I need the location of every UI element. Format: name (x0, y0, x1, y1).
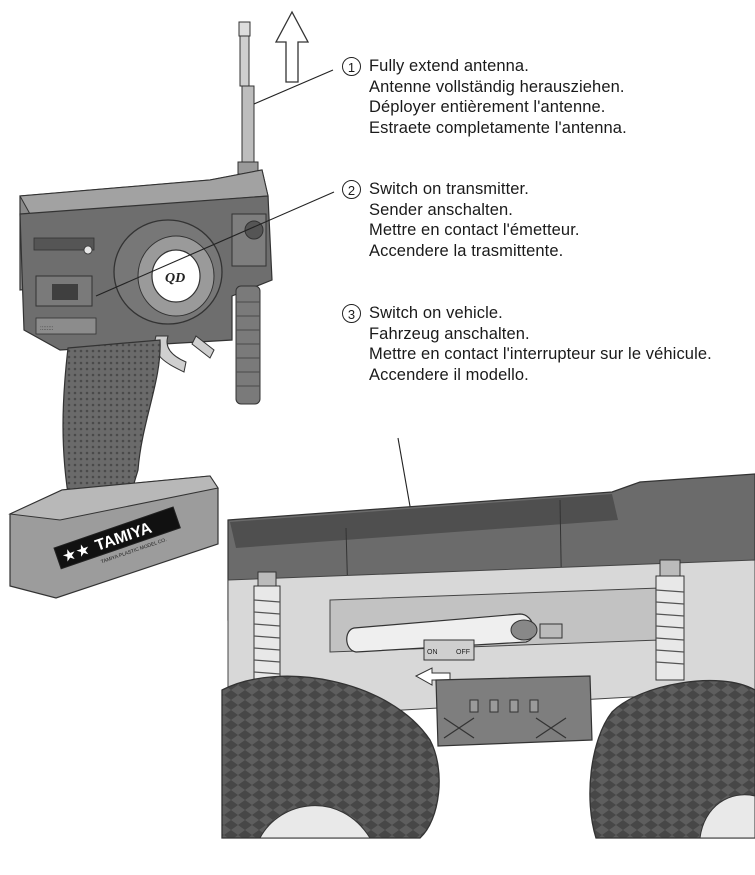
vehicle-drawing: ON OFF (221, 473, 755, 839)
extend-arrow-icon (274, 10, 310, 83)
leader-line-2 (95, 191, 335, 297)
switch-direction-arrow-icon (414, 667, 451, 686)
instruction-step-1: 1 Fully extend antenna. Antenne vollstän… (342, 56, 627, 138)
step-2-english: Switch on transmitter. (369, 180, 529, 198)
svg-text:::::::::: :::::::: (40, 326, 54, 332)
grip (62, 339, 161, 507)
step-number-1: 1 (342, 57, 361, 76)
step-1-italian: Estraete completamente l'antenna. (369, 118, 627, 137)
switch-off-label: OFF (456, 649, 470, 656)
step-3-english: Switch on vehicle. (369, 304, 503, 322)
brand-badge (53, 506, 181, 570)
switch-on-label: ON (427, 649, 438, 656)
power-switch (423, 639, 475, 661)
transmitter-drawing: :::::::: QD (8, 21, 273, 599)
antenna (238, 21, 251, 37)
step-3-german: Fahrzeug anschalten. (369, 324, 530, 343)
step-3-french: Mettre en contact l'interrupteur sur le … (369, 345, 712, 363)
step-1-german: Antenne vollständig herausziehen. (369, 77, 625, 96)
step-1-french: Déployer entièrement l'antenne. (369, 98, 606, 116)
leader-line-1 (253, 69, 334, 105)
dial-logo: QD (165, 271, 185, 286)
right-tire (589, 679, 755, 839)
step-3-italian: Accendere il modello. (369, 365, 529, 384)
step-2-german: Sender anschalten. (369, 200, 513, 219)
instruction-step-3: 3 Switch on vehicle. Fahrzeug anschalten… (342, 303, 734, 385)
step-1-english: Fully extend antenna. (369, 57, 529, 75)
step-number-2: 2 (342, 180, 361, 199)
step-2-italian: Accendere la trasmittente. (369, 241, 564, 260)
step-number-3: 3 (342, 304, 361, 323)
step-2-french: Mettre en contact l'émetteur. (369, 221, 580, 239)
instruction-step-2: 2 Switch on transmitter. Sender anschalt… (342, 179, 580, 261)
left-tire (221, 675, 440, 839)
